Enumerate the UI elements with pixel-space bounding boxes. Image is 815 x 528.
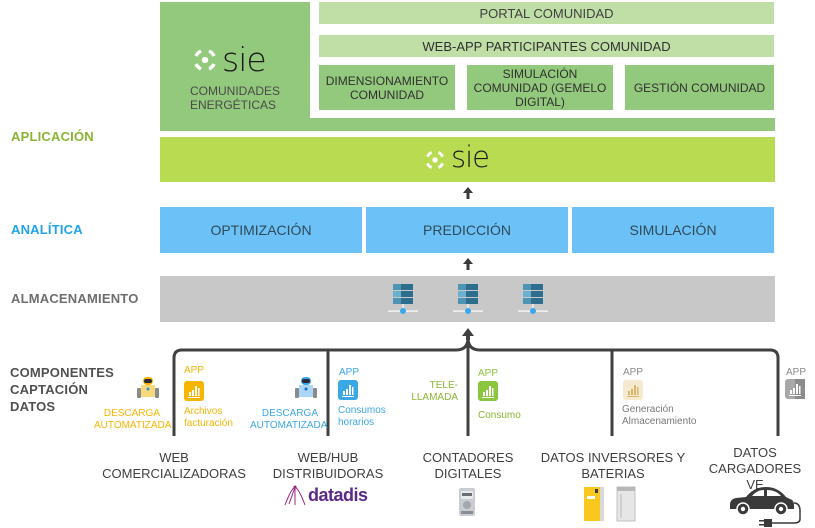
- label-line: COMPONENTES: [10, 365, 115, 380]
- source-inversores-baterias: DATOS INVERSORES Y BATERIAS: [538, 450, 688, 482]
- source-web-comercializadoras: WEB COMERCIALIZADORAS: [96, 450, 252, 482]
- module-line: SIMULACIÓN: [502, 66, 578, 81]
- brand-box: [160, 2, 310, 130]
- server-icon: [518, 284, 548, 314]
- text-line: BATERIAS: [581, 466, 645, 481]
- text-line: DATOS INVERSORES Y: [540, 450, 686, 465]
- analytics-simulacion[interactable]: SIMULACIÓN: [572, 207, 774, 253]
- layer-label-componentes: COMPONENTES CAPTACIÓN DATOS: [10, 364, 114, 415]
- app-tag: APP: [623, 367, 644, 378]
- module-gestion[interactable]: GESTIÓN COMUNIDAD: [625, 65, 774, 110]
- source-contadores-digitales: CONTADORES DIGITALES: [410, 450, 526, 482]
- server-icon: [388, 284, 418, 314]
- module-line: DIGITAL): [515, 94, 565, 109]
- analytics-prediccion[interactable]: PREDICCIÓN: [366, 207, 568, 253]
- text-line: LLAMADA: [411, 392, 458, 403]
- text-line: DISTRIBUIDORAS: [272, 466, 384, 481]
- arrow-up-icon: [463, 187, 473, 199]
- telellamada-label: TELE- LLAMADA: [400, 380, 458, 404]
- robot-icon: [137, 377, 159, 398]
- layer-label-almacenamiento: Almacenamiento: [11, 291, 139, 306]
- text-line: AUTOMATIZADA: [250, 420, 328, 431]
- text-line: Consumos: [338, 405, 386, 416]
- platform-bar: [160, 137, 775, 182]
- chart-app-icon[interactable]: [338, 380, 358, 400]
- label-line: CAPTACIÓN: [10, 382, 89, 397]
- text-line: DIGITALES: [434, 466, 502, 481]
- robot-icon: [295, 377, 317, 398]
- consumos-horarios-label: Consumos horarios: [338, 405, 386, 429]
- app-tag: APP: [184, 365, 205, 376]
- sie-logo-icon: [194, 49, 216, 71]
- layer-label-analitica: ANALÍTICA: [11, 222, 83, 237]
- layer-label-aplicacion: APLICACIÓN: [11, 129, 94, 144]
- consumo-label: Consumo: [478, 410, 521, 421]
- text-line: DATOS: [733, 445, 777, 460]
- text-line: Almacenamiento: [622, 416, 697, 427]
- text-line: CONTADORES: [422, 450, 514, 465]
- text-line: Generación: [622, 404, 674, 415]
- datadis-logo-icon: [284, 485, 306, 506]
- text-line: horarios: [338, 417, 375, 428]
- app-tag: APP: [339, 367, 360, 378]
- source-web-hub-distribuidoras: WEB/HUB DISTRIBUIDORAS: [268, 450, 388, 482]
- text-line: WEB: [159, 450, 189, 465]
- meter-icon: [459, 488, 475, 516]
- text-line: DESCARGA: [261, 408, 318, 419]
- text-line: WEB/HUB: [297, 450, 359, 465]
- module-line: GESTIÓN COMUNIDAD: [633, 80, 766, 95]
- analytics-optimizacion[interactable]: OPTIMIZACIÓN: [160, 207, 362, 253]
- text-line: DESCARGA: [103, 408, 160, 419]
- text-line: COMERCIALIZADORAS: [102, 466, 246, 481]
- brand-subtitle-line: COMUNIDADES: [190, 84, 281, 98]
- text-line: Archivos: [184, 406, 223, 417]
- chart-app-icon[interactable]: [623, 380, 643, 400]
- chart-app-icon[interactable]: [184, 381, 204, 401]
- arrow-up-icon: [462, 328, 474, 340]
- inverter-icon: [584, 487, 604, 521]
- ev-charger-car-icon: [730, 487, 801, 527]
- module-line: COMUNIDAD (GEMELO: [473, 80, 607, 95]
- text-line: facturación: [184, 418, 233, 429]
- app-tag: APP: [478, 368, 499, 379]
- module-line: COMUNIDAD: [350, 87, 424, 102]
- brand-subtitle: COMUNIDADES ENERGÉTICAS: [190, 84, 280, 112]
- text-line: TELE-: [429, 380, 458, 391]
- chart-app-icon[interactable]: [785, 379, 805, 399]
- chart-app-icon[interactable]: [478, 381, 498, 401]
- descarga-automatizada-label: DESCARGA AUTOMATIZADA: [250, 408, 328, 432]
- platform-brand: sie: [451, 140, 490, 174]
- sie-logo-icon: [426, 151, 444, 169]
- webapp-participantes[interactable]: WEB-APP PARTICIPANTES COMUNIDAD: [319, 35, 774, 57]
- brand-name: sie: [222, 40, 267, 79]
- module-line: DIMENSIONAMIENTO: [325, 73, 449, 88]
- module-simulacion[interactable]: SIMULACIÓN COMUNIDAD (GEMELO DIGITAL): [467, 65, 613, 110]
- module-dimensionamiento[interactable]: DIMENSIONAMIENTO COMUNIDAD: [319, 65, 455, 110]
- datadis-logo: datadis: [308, 485, 368, 505]
- battery-icon: [616, 486, 636, 522]
- source-cargadores-ve: DATOS CARGADORES VE: [700, 445, 810, 493]
- label-line: DATOS: [10, 399, 56, 414]
- archivos-facturacion-label: Archivos facturación: [184, 406, 233, 430]
- descarga-automatizada-label: DESCARGA AUTOMATIZADA: [94, 408, 172, 432]
- app-tag: APP: [786, 367, 807, 378]
- generacion-almacenamiento-label: Generación Almacenamiento: [622, 404, 696, 428]
- portal-comunidad[interactable]: PORTAL COMUNIDAD: [319, 2, 774, 24]
- brand-subtitle-line: ENERGÉTICAS: [190, 98, 277, 112]
- text-line: AUTOMATIZADA: [94, 420, 172, 431]
- server-icon: [453, 284, 483, 314]
- arrow-up-icon: [463, 258, 473, 270]
